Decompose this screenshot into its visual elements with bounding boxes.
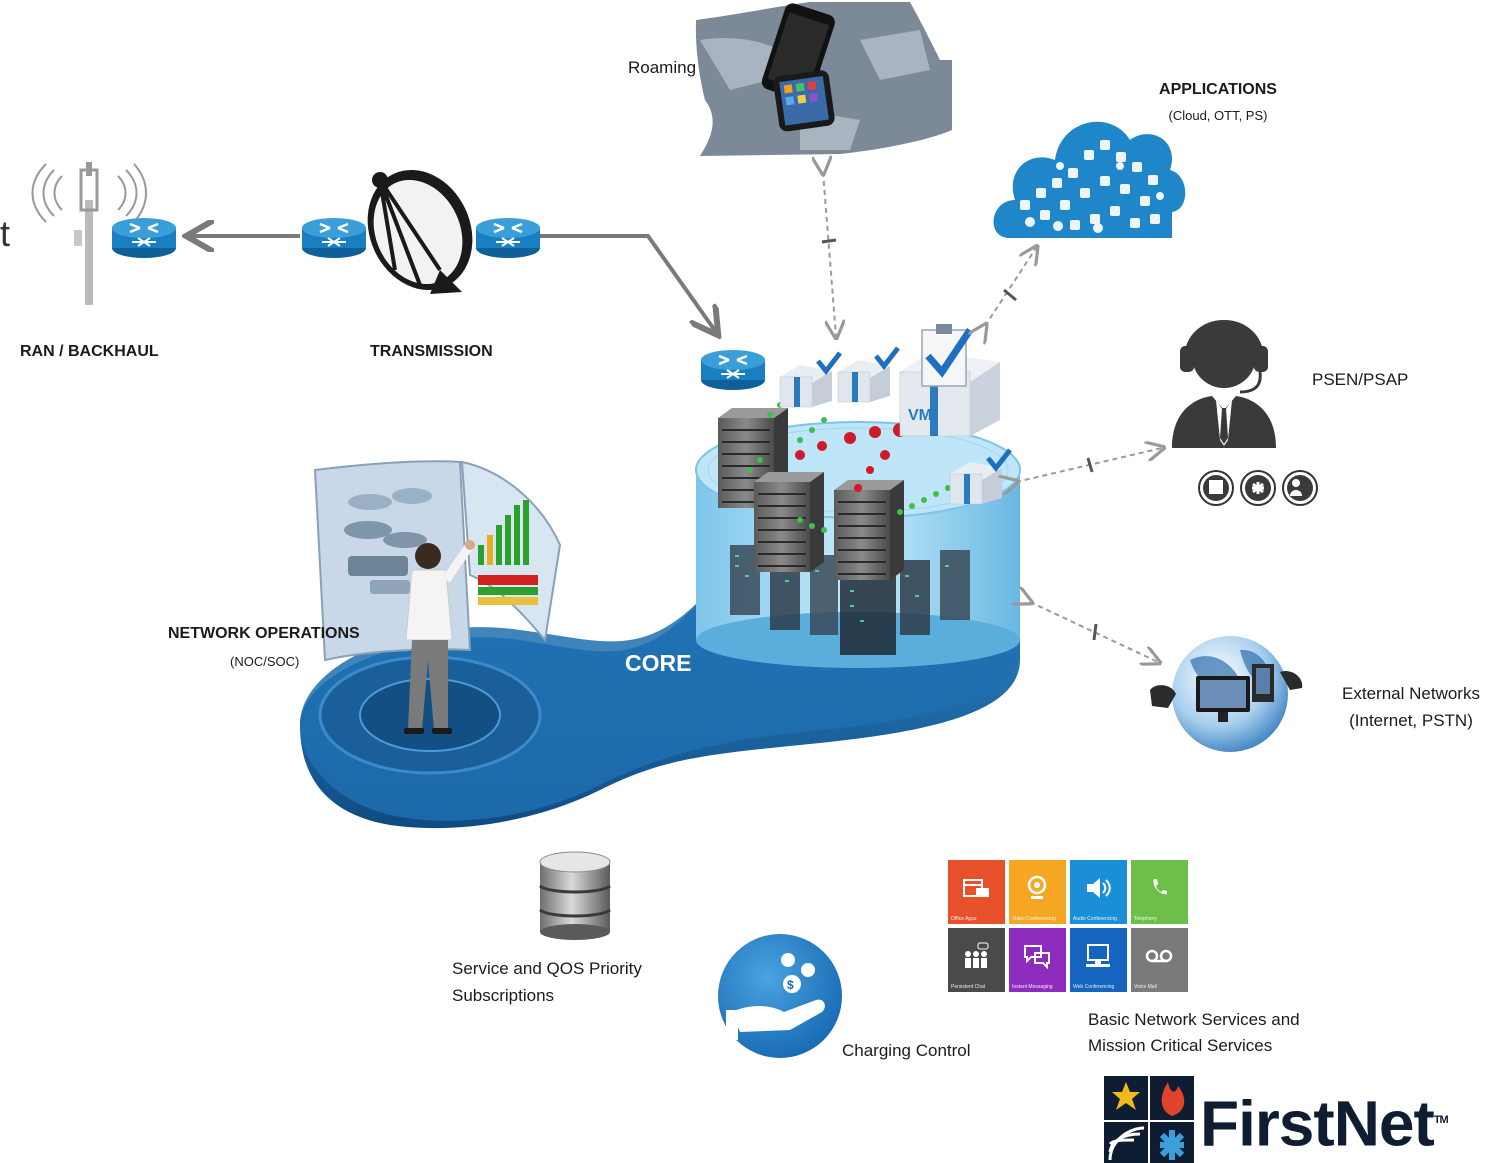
basic-services-label: Basic Network Services and bbox=[1088, 1010, 1300, 1029]
transmission-link bbox=[190, 236, 716, 332]
chat-bubbles-icon bbox=[1024, 945, 1050, 970]
tile-caption: Office Apps bbox=[951, 916, 977, 922]
webcam-icon bbox=[1027, 875, 1047, 899]
satellite-dish-icon bbox=[367, 169, 473, 294]
svg-text:$: $ bbox=[787, 978, 794, 992]
tile-caption: Video Conferencing bbox=[1012, 916, 1056, 922]
firstnet-logo-text: FirstNetTM bbox=[1200, 1080, 1449, 1163]
applications-cloud bbox=[993, 121, 1186, 238]
network-operations-subtitle: (NOC/SOC) bbox=[230, 654, 300, 669]
core-label: CORE bbox=[625, 650, 691, 676]
roaming-label: Roaming bbox=[628, 58, 697, 77]
applications-subtitle: (Cloud, OTT, PS) bbox=[1168, 108, 1268, 123]
service-tile-office-apps: Office Apps bbox=[948, 860, 1005, 924]
router-transmission-left-icon bbox=[300, 216, 368, 260]
cell-tower-icon bbox=[31, 162, 147, 305]
transmission-label: TRANSMISSION bbox=[370, 343, 493, 360]
speaker-icon bbox=[1087, 878, 1111, 898]
charging-control-label: Charging Control bbox=[842, 1041, 971, 1060]
tile-caption: Audio Conferencing bbox=[1073, 916, 1117, 922]
service-tile-web-conferencing: Web Conferencing bbox=[1070, 928, 1127, 992]
calendar-mail-icon bbox=[963, 879, 989, 897]
tile-caption: Persistent Chat bbox=[951, 984, 986, 990]
basic-services-sublabel: Mission Critical Services bbox=[1088, 1036, 1273, 1055]
service-tile-video-conferencing: Video Conferencing bbox=[1009, 860, 1066, 924]
router-ran-icon bbox=[110, 216, 178, 260]
service-tile-instant-messaging: Instant Messaging bbox=[1009, 928, 1066, 992]
tile-caption: Instant Messaging bbox=[1012, 984, 1053, 990]
database-icon bbox=[539, 851, 611, 940]
service-tile-voice-mail: Voice Mail bbox=[1131, 928, 1188, 992]
psap-operator-icon bbox=[1172, 320, 1276, 448]
applications-title: APPLICATIONS bbox=[1159, 81, 1277, 98]
psen-psap-label: PSEN/PSAP bbox=[1312, 370, 1409, 389]
service-tiles-grid: Office Apps Video Conferencing Audio Con… bbox=[948, 860, 1188, 996]
noc-workstation bbox=[313, 460, 562, 734]
network-operations-title: NETWORK OPERATIONS bbox=[168, 625, 360, 642]
router-core-icon bbox=[699, 348, 767, 392]
core-datacenter: VM bbox=[695, 324, 1021, 668]
service-tile-audio-conferencing: Audio Conferencing bbox=[1070, 860, 1127, 924]
service-tile-persistent-chat: Persistent Chat bbox=[948, 928, 1005, 992]
trademark-mark: TM bbox=[1433, 1114, 1449, 1126]
clipped-left-text: t bbox=[0, 213, 11, 254]
emergency-service-badges bbox=[1198, 470, 1318, 506]
tile-caption: Voice Mail bbox=[1134, 984, 1157, 990]
vm-label: VM bbox=[908, 407, 932, 424]
people-chat-icon bbox=[965, 942, 989, 968]
voicemail-icon bbox=[1145, 949, 1173, 963]
service-tile-telephony: Telephony bbox=[1131, 860, 1188, 924]
logo-wordmark: FirstNet bbox=[1200, 1087, 1435, 1160]
vm-box-large: VM bbox=[899, 324, 1000, 437]
tile-caption: Web Conferencing bbox=[1073, 984, 1115, 990]
external-networks-globe bbox=[1150, 636, 1303, 752]
ran-backhaul-label: RAN / BACKHAUL bbox=[20, 343, 159, 360]
tile-caption: Telephony bbox=[1134, 916, 1157, 922]
monitor-icon bbox=[1086, 944, 1110, 967]
external-networks-label: External Networks bbox=[1342, 684, 1480, 703]
roaming-world-map bbox=[695, 2, 952, 156]
external-networks-sublabel: (Internet, PSTN) bbox=[1349, 711, 1473, 730]
router-transmission-right-icon bbox=[474, 216, 542, 260]
charging-control-icon: $ bbox=[718, 934, 842, 1058]
service-qos-label: Service and QOS Priority bbox=[452, 959, 642, 978]
service-qos-sublabel: Subscriptions bbox=[452, 986, 555, 1005]
firstnet-logo-emblem bbox=[1104, 1076, 1194, 1163]
phone-icon bbox=[1153, 879, 1167, 895]
